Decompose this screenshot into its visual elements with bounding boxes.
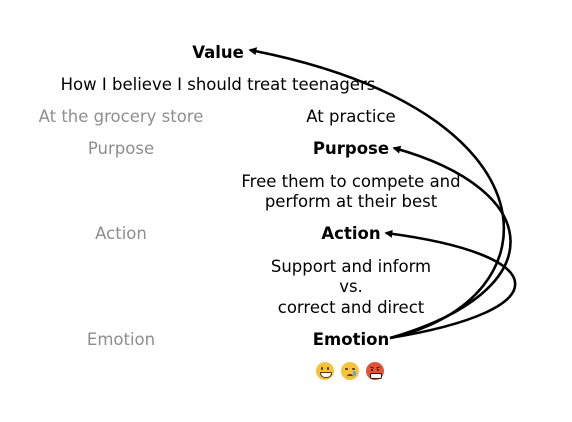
purpose-detail-line-1: Free them to compete and xyxy=(241,172,461,191)
action-detail-line-3: correct and direct xyxy=(277,298,425,317)
practice-emotion-label: Emotion xyxy=(312,330,390,349)
action-detail-line-1: Support and inform xyxy=(270,257,432,276)
arrow-emotion-to-purpose xyxy=(389,145,512,340)
value-text: How I believe I should treat teenagers xyxy=(60,75,376,94)
grinning-face-icon xyxy=(316,362,334,380)
grocery-action-label: Action xyxy=(95,224,147,243)
crying-face-icon xyxy=(341,362,359,380)
grocery-purpose-label: Purpose xyxy=(87,139,155,158)
column-header-grocery-store: At the grocery store xyxy=(38,107,204,126)
value-title: Value xyxy=(192,43,244,62)
column-header-practice: At practice xyxy=(306,107,396,126)
arrow-emotion-to-action xyxy=(384,229,517,340)
action-detail-line-2: vs. xyxy=(339,277,363,296)
angry-face-icon xyxy=(366,362,384,380)
grocery-emotion-label: Emotion xyxy=(86,330,156,349)
practice-purpose-label: Purpose xyxy=(312,139,390,158)
purpose-detail-line-2: perform at their best xyxy=(264,192,438,211)
practice-action-label: Action xyxy=(321,224,381,243)
